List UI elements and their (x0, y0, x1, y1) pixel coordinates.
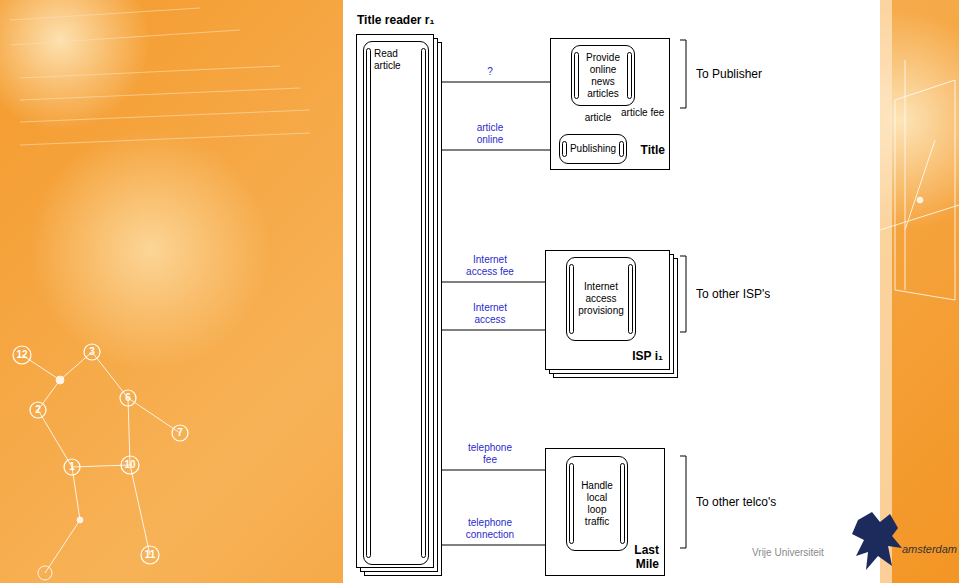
logo-text: amsterdam (902, 543, 957, 555)
edge-label: Internet access (465, 302, 515, 326)
actor-name: Last Mile (625, 543, 659, 571)
edge-label: article (580, 112, 616, 124)
edge-label: article online (465, 122, 515, 146)
bracket-label: To other telco's (696, 495, 776, 509)
callout-number: 6 (118, 392, 138, 404)
actor-box: Last Mile Handle local loop traffic (545, 448, 665, 576)
port (619, 141, 624, 157)
actor-name: ISP i₁ (632, 349, 663, 363)
value-activity: Read article (363, 41, 429, 565)
activity-label: Provide online news articles (582, 52, 624, 100)
actor-box: Title reader r₁Read article (356, 34, 434, 568)
actor-box: Title Provide online news articlesPublish… (550, 38, 670, 170)
callout-number: 1 (62, 461, 82, 473)
callout-circles (13, 344, 188, 564)
port (366, 48, 371, 558)
edge-label: article fee (621, 107, 665, 119)
port (620, 463, 625, 544)
port (628, 264, 633, 334)
value-activity: Provide online news articles (571, 45, 635, 106)
callout-number: 3 (82, 346, 102, 358)
callout-number: 10 (120, 459, 140, 471)
callout-number: 12 (12, 349, 32, 361)
edge-label: Internet access fee (465, 254, 515, 278)
edge-label: telephone connection (461, 517, 519, 541)
actor-name: Title (641, 143, 665, 157)
callout-number: 2 (28, 404, 48, 416)
bracket-label: To other ISP's (696, 287, 770, 301)
port (569, 264, 574, 334)
port (569, 463, 574, 544)
handwriting-strokes (10, 8, 310, 145)
activity-label: Read article (374, 48, 418, 72)
activity-label: Handle local loop traffic (577, 480, 617, 528)
figure-lines (22, 352, 180, 580)
vu-griffin-logo (852, 512, 902, 570)
callout-number: 7 (170, 427, 190, 439)
white-panel (343, 0, 880, 583)
axes-drawing (880, 60, 959, 300)
actor-name: Title reader r₁ (357, 13, 434, 27)
panel-fade (880, 0, 892, 583)
edge-label: ? (465, 66, 515, 78)
value-activity: Handle local loop traffic (566, 456, 628, 551)
callout-number: 11 (140, 549, 160, 561)
edge-label: telephone fee (463, 442, 517, 466)
logo-text: Vrije Universiteit (752, 547, 824, 558)
value-activity: Internet access provisiong (566, 257, 636, 341)
port (421, 48, 426, 558)
port (627, 52, 632, 99)
actor-box: ISP i₁ Internet access provisiong (545, 250, 670, 370)
activity-label: Internet access provisiong (577, 281, 625, 317)
port (562, 141, 567, 157)
bracket-label: To Publisher (696, 67, 762, 81)
port (574, 52, 579, 99)
activity-label: Publishing (570, 143, 616, 155)
value-activity: Publishing (559, 134, 627, 164)
brackets (680, 40, 686, 548)
